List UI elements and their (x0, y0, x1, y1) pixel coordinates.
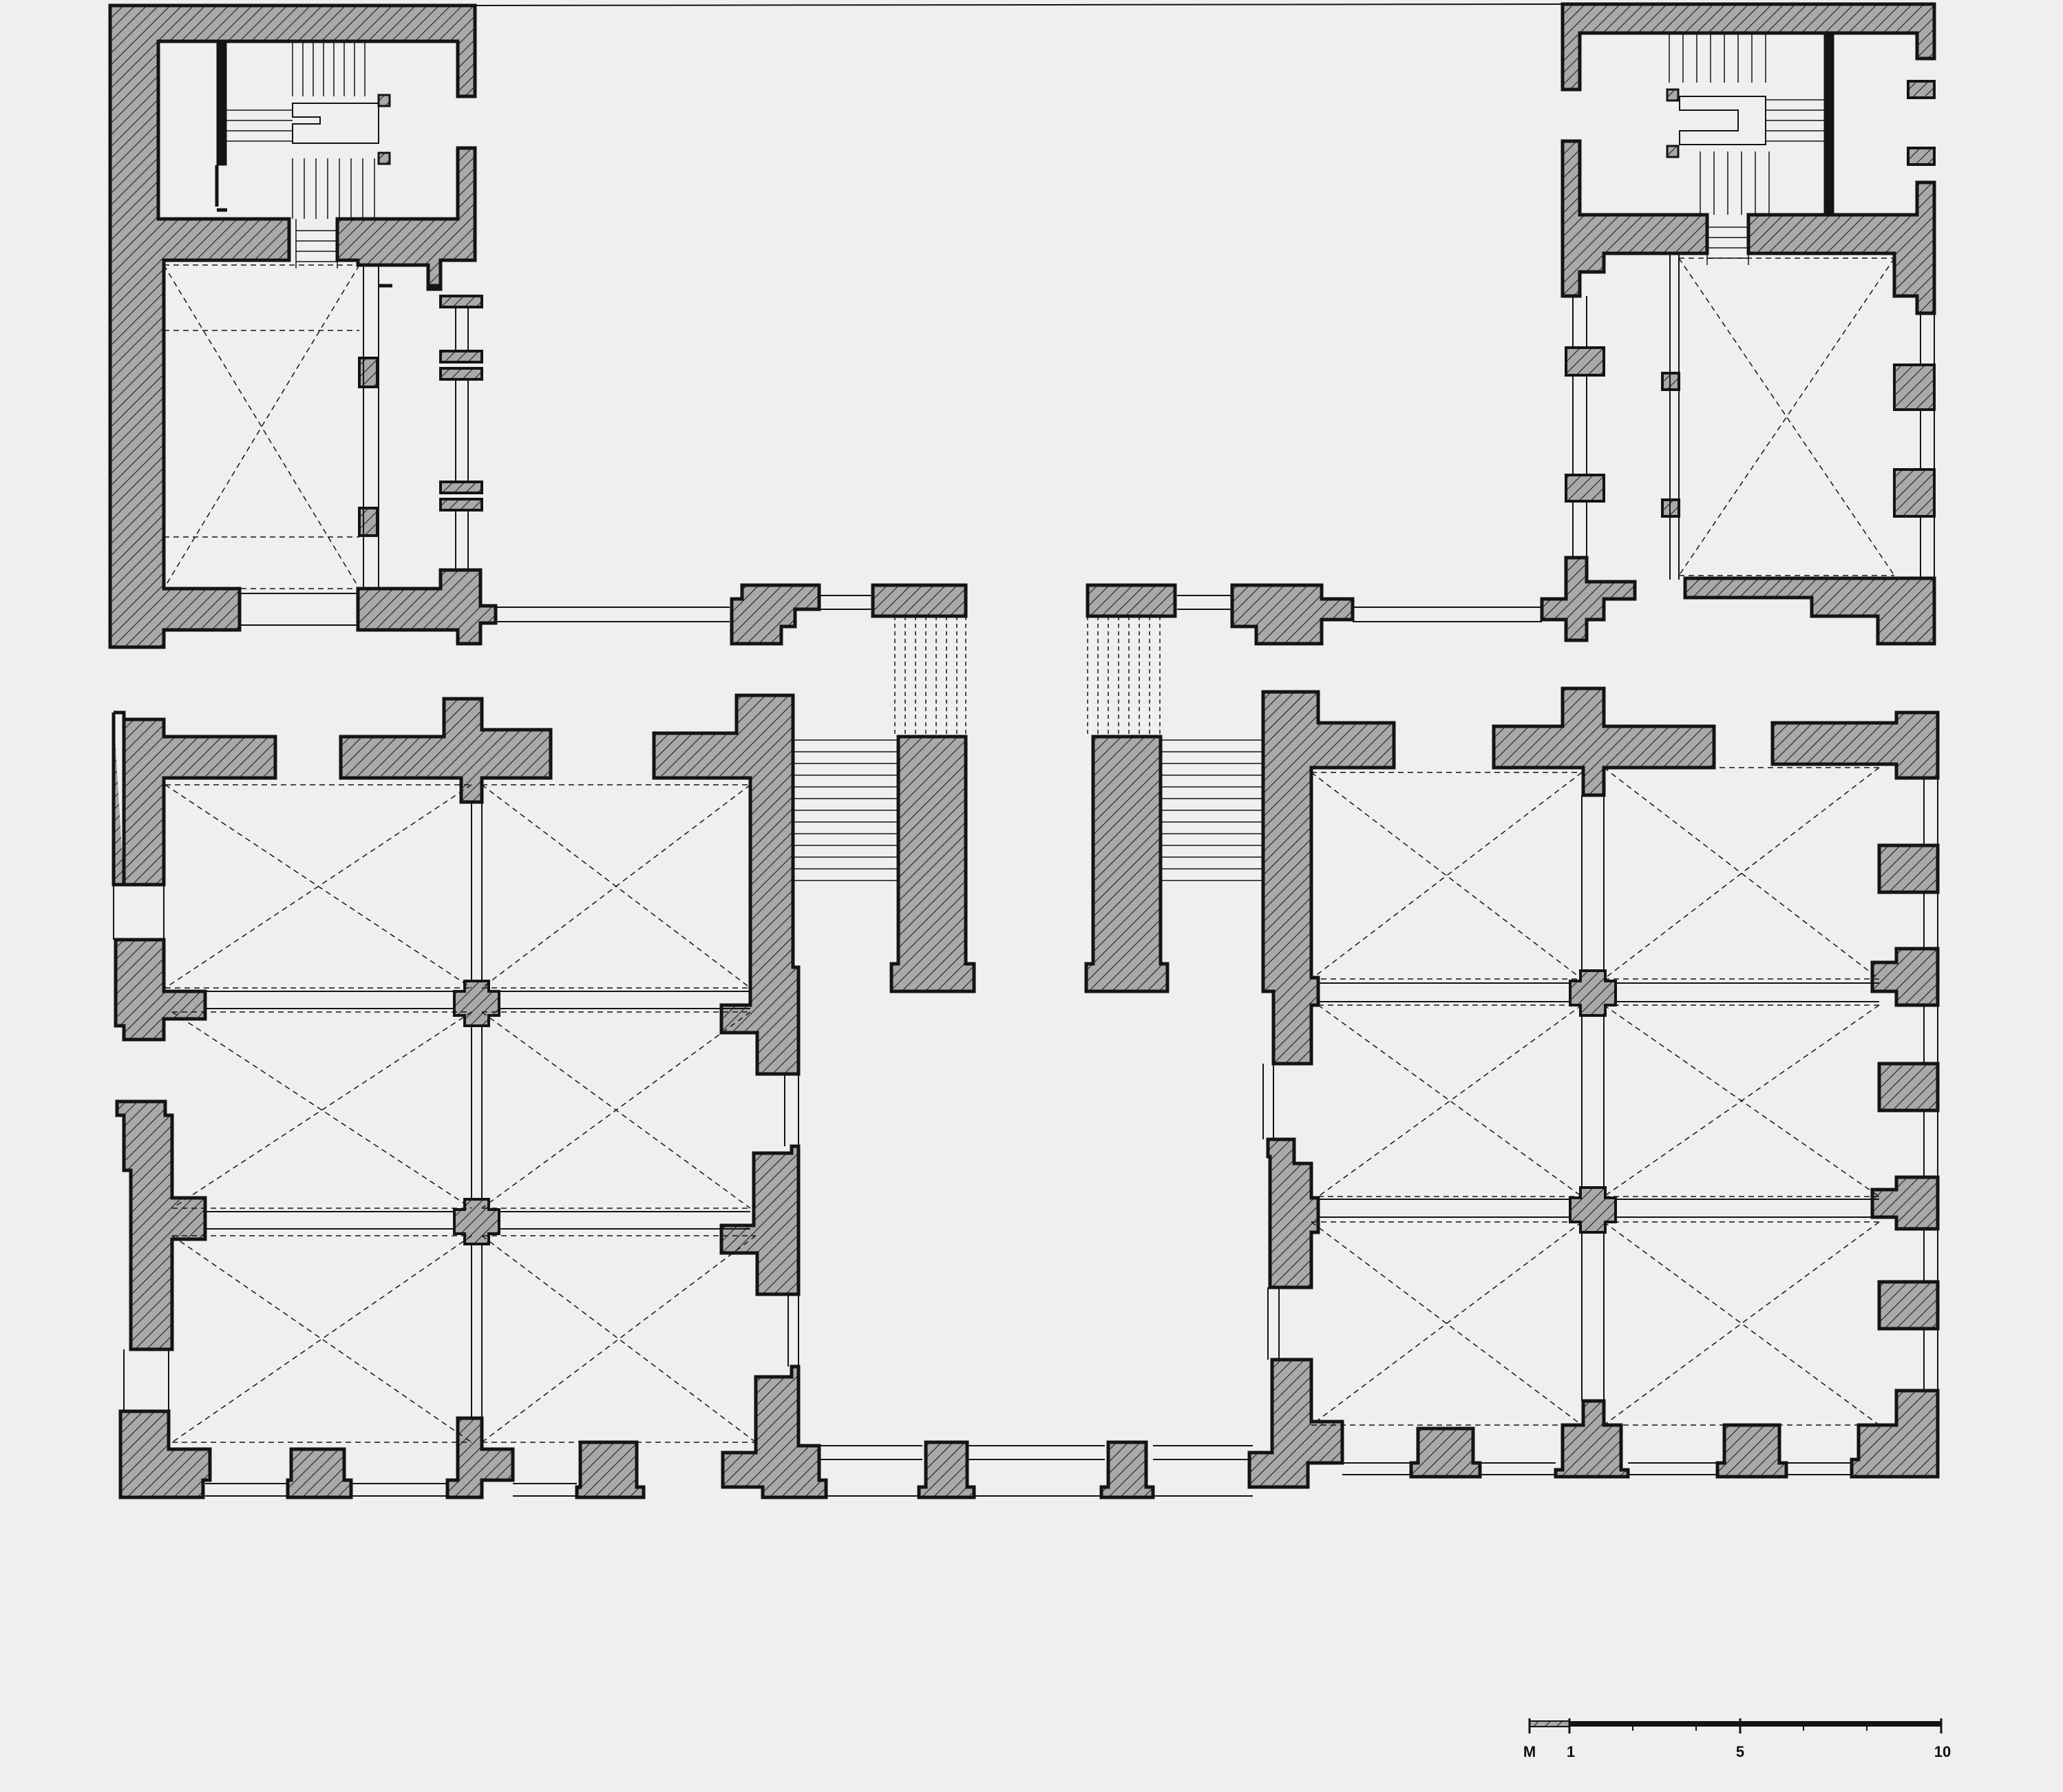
central-court-south (819, 1440, 1253, 1499)
vault-lower-left (165, 784, 757, 1443)
top-right-corner-pier (1540, 556, 1637, 642)
court-south-pier (1099, 1440, 1155, 1499)
gallery-pier (1230, 583, 1355, 646)
vault-top-left-room (163, 264, 360, 589)
lower-right-block (1247, 686, 1940, 1489)
scale-bar-hatched-segment (1529, 1720, 1570, 1727)
central-staircase (792, 735, 1267, 993)
stair-newel-wall (1823, 32, 1834, 214)
stair-column (1666, 145, 1680, 158)
scale-tick-label: 5 (1736, 1743, 1744, 1760)
lower-left-block (112, 693, 828, 1499)
top-left-outer-walls (108, 3, 477, 649)
top-right-east-wall (1746, 180, 1936, 315)
court-south-pier (917, 1440, 976, 1499)
top-left-stair (215, 41, 391, 268)
gallery-pier (1086, 583, 1177, 618)
top-right-jamb (1565, 474, 1605, 503)
stair-column (377, 94, 391, 107)
lower-left-south-pier (575, 1440, 646, 1499)
lower-right-southwest-corner (1247, 1358, 1344, 1489)
stair-treads-left (792, 739, 898, 881)
top-right-jamb (1907, 147, 1936, 166)
stair-column (1666, 88, 1680, 102)
top-left-jamb (439, 481, 483, 494)
stair-treads-right (1161, 739, 1267, 881)
lower-right-south-pier (1715, 1423, 1788, 1479)
lower-right-east-pier (1870, 947, 1940, 1007)
top-right-jamb (1907, 80, 1936, 99)
top-left-jamb (439, 295, 483, 308)
window-lines (1572, 253, 1935, 580)
stair-treads (226, 41, 375, 268)
interior-column (453, 1198, 500, 1245)
lower-right-east-pier (1870, 1175, 1940, 1231)
scale-bar-solid-segment (1569, 1721, 1941, 1727)
top-left-jamb (439, 367, 483, 381)
lower-right-east-jamb (1877, 1280, 1940, 1331)
courtyard-gallery (496, 583, 1542, 737)
lower-right-west-wall (1261, 690, 1396, 1066)
scale-tick-label: 1 (1567, 1743, 1575, 1760)
top-right-stair (1666, 32, 1834, 265)
scale-unit-label: M (1523, 1743, 1536, 1760)
lower-left-south-pier (445, 1416, 515, 1499)
top-left-jamb (439, 498, 483, 512)
vault-top-right-room (1678, 257, 1895, 576)
stair-spine-left (889, 735, 976, 993)
top-right-outer-walls (1561, 2, 1936, 92)
lower-left-north-pier (339, 697, 553, 804)
stair-landing-outline (1679, 96, 1766, 145)
interior-column (453, 980, 500, 1027)
lower-left-south-pier (286, 1447, 353, 1499)
top-right-jamb (1893, 363, 1936, 411)
lower-right-west-pier (1266, 1137, 1320, 1289)
lower-left-west-pier (115, 1099, 207, 1351)
scale-bar: M 1 5 10 (1523, 1718, 1951, 1760)
lower-right-south-pier (1409, 1426, 1482, 1479)
stair-column (377, 151, 391, 165)
top-left-corner-pier (356, 568, 498, 646)
scale-tick-label: 10 (1934, 1743, 1951, 1760)
top-left-pier (358, 507, 379, 537)
top-left-jamb (439, 350, 483, 363)
top-left-stair-wall (335, 146, 477, 291)
top-right-south-wall (1683, 576, 1936, 646)
top-right-jamb (1565, 346, 1605, 377)
top-left-wing (108, 3, 1563, 649)
lower-left-east-pier (719, 1144, 801, 1296)
gallery-pier (871, 583, 968, 618)
stair-spine-right (1084, 735, 1170, 993)
gallery-pier (730, 583, 821, 646)
lower-right-east-jamb (1877, 1062, 1940, 1113)
top-right-stair-wall (1561, 139, 1709, 298)
top-right-jamb (1893, 468, 1936, 518)
lower-left-east-wall (652, 693, 801, 1076)
lower-right-southeast-corner (1850, 1389, 1940, 1479)
stair-landing-outline (292, 103, 379, 144)
stair-newel-wall (216, 41, 227, 166)
interior-column (1569, 969, 1617, 1017)
lower-left-southwest-corner (118, 1409, 212, 1499)
top-left-pier (358, 357, 379, 388)
lower-right-east-jamb (1877, 843, 1940, 894)
top-right-wing (1540, 2, 1936, 646)
lower-left-southeast-corner (721, 1364, 828, 1499)
interior-column (1569, 1186, 1617, 1234)
top-boundary-line (474, 3, 1563, 6)
gallery-steps (894, 616, 1161, 737)
vault-lower-right (1311, 767, 1880, 1426)
